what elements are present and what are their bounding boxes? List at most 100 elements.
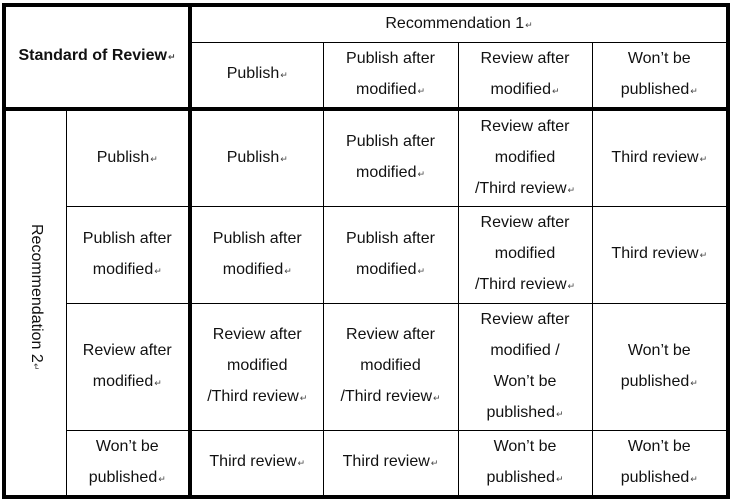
paragraph-mark: ↵: [690, 377, 698, 388]
paragraph-mark: ↵: [699, 153, 708, 164]
corner-label: Standard of Review: [18, 47, 167, 65]
cell-text-line: modified /: [490, 341, 560, 359]
table-cell: Review after modified/Third review↵: [188, 302, 324, 431]
col-header-publish-after-modified: Publish after modified↵: [322, 41, 459, 111]
paragraph-mark: ↵: [150, 153, 158, 164]
row-header-publish: Publish↵: [65, 106, 191, 207]
cell-text-line: modified: [490, 80, 551, 98]
cell-text-line: Publish after: [346, 49, 435, 67]
table-cell: Won’t be published↵: [591, 429, 730, 499]
paragraph-mark: ↵: [30, 362, 41, 371]
cell-text-line: Third review: [611, 245, 699, 262]
paragraph-mark: ↵: [284, 265, 292, 276]
cell-text-line: published: [620, 80, 690, 98]
cell-text-line: modified: [222, 260, 284, 278]
cell-text-line: published: [486, 403, 555, 421]
paragraph-mark: ↵: [555, 408, 564, 419]
cell-text-line: Won’t be: [627, 49, 691, 67]
table-cell: Review after modified / Won’t be published↵: [457, 302, 593, 431]
cell-text-line: /Third review: [474, 276, 567, 293]
cell-text-line: modified: [355, 80, 417, 98]
paragraph-mark: ↵: [158, 473, 166, 484]
paragraph-mark: ↵: [555, 473, 564, 484]
col-header-review-after-modified: Review after modified↵: [457, 41, 593, 111]
cell-text-line: /Third review: [340, 388, 433, 405]
paragraph-mark: ↵: [417, 169, 426, 179]
cell-text-line: published: [486, 468, 555, 486]
col-group-header: Recommendation 1↵: [187, 3, 730, 43]
corner-header: Standard of Review↵: [2, 3, 192, 111]
cell-text-line: Third review: [342, 453, 430, 471]
paragraph-mark: ↵: [430, 458, 439, 469]
cell-text-line: Won’t be: [493, 437, 557, 455]
cell-text-line: Review after: [480, 117, 570, 135]
cell-text-line: Review after: [480, 49, 570, 67]
table-cell: Publish after modified↵: [322, 205, 459, 304]
cell-text-line: published: [88, 468, 158, 486]
col-header-publish: Publish↵: [188, 41, 324, 111]
cell-text-line: modified: [92, 260, 154, 278]
paragraph-mark: ↵: [567, 184, 576, 195]
paragraph-mark: ↵: [167, 52, 176, 63]
cell-text-line: modified: [355, 164, 417, 181]
cell-text-line: modified: [360, 357, 421, 374]
cell-text-line: Review after: [212, 326, 302, 343]
paragraph-mark: ↵: [154, 265, 162, 276]
cell-text-line: Third review: [209, 453, 297, 471]
cell-text-line: Publish: [96, 148, 150, 166]
col-group-label: Recommendation 1: [385, 14, 525, 32]
table-cell: Review after modified/Third review↵: [457, 205, 593, 304]
row-header-wont-be-published: Won’t be published↵: [65, 429, 191, 499]
cell-text-line: Won’t be: [95, 437, 159, 455]
cell-text-line: Publish after: [346, 229, 435, 247]
cell-text-line: Publish: [226, 65, 280, 82]
table-cell: Third review↵: [322, 429, 459, 499]
table-cell: Publish after modified↵: [188, 205, 324, 304]
paragraph-mark: ↵: [699, 250, 708, 260]
paragraph-mark: ↵: [299, 393, 308, 403]
paragraph-mark: ↵: [690, 473, 698, 484]
cell-text-line: modified: [92, 372, 154, 390]
table-cell: Publish↵: [188, 106, 324, 207]
cell-text-line: published: [620, 372, 690, 390]
paragraph-mark: ↵: [280, 153, 288, 164]
paragraph-mark: ↵: [417, 85, 426, 96]
table-cell: Third review↵: [591, 106, 730, 207]
cell-text-line: /Third review: [474, 179, 567, 197]
cell-text-line: published: [620, 468, 690, 486]
paragraph-mark: ↵: [551, 85, 560, 96]
paragraph-mark: ↵: [690, 85, 698, 96]
table-cell: Third review↵: [591, 205, 730, 304]
table-cell: Publish after modified↵: [322, 106, 459, 207]
cell-text-line: modified: [355, 260, 417, 278]
cell-text-line: Review after: [480, 214, 570, 231]
row-group-label: Recommendation 2: [27, 224, 45, 363]
col-header-wont-be-published: Won’t be published↵: [591, 41, 730, 111]
cell-text-line: Won’t be: [493, 372, 557, 390]
cell-text-line: /Third review: [207, 388, 299, 405]
cell-text-line: Review after: [82, 341, 172, 359]
cell-text-line: modified: [494, 148, 556, 166]
review-standard-table: Standard of Review↵ Recommendation 1↵ Pu…: [2, 3, 730, 499]
paragraph-mark: ↵: [567, 281, 576, 291]
paragraph-mark: ↵: [417, 265, 426, 276]
cell-text-line: Won’t be: [627, 437, 691, 455]
cell-text-line: modified: [494, 245, 556, 262]
table-cell: Won’t be published↵: [457, 429, 593, 499]
cell-text-line: Review after: [480, 310, 570, 328]
cell-text-line: Third review: [611, 148, 699, 166]
table-cell: Third review↵: [188, 429, 324, 499]
cell-text-line: modified: [227, 357, 288, 374]
paragraph-mark: ↵: [297, 458, 306, 469]
cell-text-line: Won’t be: [627, 341, 691, 359]
paragraph-mark: ↵: [280, 70, 288, 80]
cell-text-line: Review after: [346, 326, 435, 343]
table-cell: Won’t be published↵: [591, 302, 730, 431]
cell-text-line: Publish after: [346, 133, 435, 150]
table-cell: Review after modified/Third review↵: [457, 106, 593, 207]
cell-text-line: Publish after: [212, 229, 302, 247]
